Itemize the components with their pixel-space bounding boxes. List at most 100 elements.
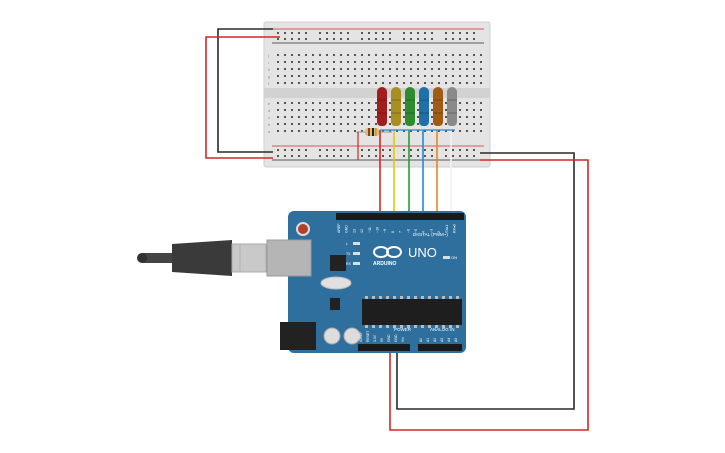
breadboard-hole[interactable] (424, 68, 426, 70)
breadboard-hole[interactable] (375, 75, 377, 77)
rail-hole[interactable] (389, 149, 391, 151)
rail-hole[interactable] (298, 155, 300, 157)
arduino-uno-board[interactable]: UNO ARDUINO DIGITAL (PWM~) POWER ANALOG … (266, 211, 466, 353)
breadboard-hole[interactable] (396, 82, 398, 84)
breadboard-hole[interactable] (284, 102, 286, 104)
breadboard-hole[interactable] (466, 68, 468, 70)
breadboard-hole[interactable] (298, 109, 300, 111)
breadboard-hole[interactable] (347, 130, 349, 132)
breadboard-hole[interactable] (431, 54, 433, 56)
breadboard-hole[interactable] (340, 130, 342, 132)
breadboard-hole[interactable] (291, 123, 293, 125)
breadboard-hole[interactable] (340, 109, 342, 111)
rail-hole[interactable] (368, 155, 370, 157)
breadboard-hole[interactable] (431, 130, 433, 132)
rail-hole[interactable] (333, 149, 335, 151)
breadboard-hole[interactable] (361, 54, 363, 56)
breadboard-hole[interactable] (340, 54, 342, 56)
breadboard-hole[interactable] (473, 116, 475, 118)
breadboard-hole[interactable] (466, 123, 468, 125)
breadboard-hole[interactable] (375, 116, 377, 118)
breadboard-hole[interactable] (277, 61, 279, 63)
rail-hole[interactable] (445, 149, 447, 151)
breadboard-hole[interactable] (466, 130, 468, 132)
breadboard-hole[interactable] (403, 75, 405, 77)
breadboard-hole[interactable] (361, 109, 363, 111)
breadboard-hole[interactable] (424, 82, 426, 84)
breadboard-hole[interactable] (277, 68, 279, 70)
breadboard-hole[interactable] (466, 116, 468, 118)
rail-hole[interactable] (326, 155, 328, 157)
breadboard-hole[interactable] (410, 82, 412, 84)
breadboard-hole[interactable] (347, 102, 349, 104)
breadboard-hole[interactable] (480, 116, 482, 118)
breadboard-hole[interactable] (347, 109, 349, 111)
breadboard-hole[interactable] (445, 68, 447, 70)
breadboard-hole[interactable] (361, 75, 363, 77)
breadboard-hole[interactable] (354, 109, 356, 111)
breadboard-hole[interactable] (305, 54, 307, 56)
breadboard-hole[interactable] (312, 130, 314, 132)
breadboard-hole[interactable] (354, 116, 356, 118)
breadboard-hole[interactable] (326, 116, 328, 118)
breadboard-hole[interactable] (312, 116, 314, 118)
breadboard-hole[interactable] (361, 102, 363, 104)
breadboard-hole[interactable] (326, 109, 328, 111)
breadboard-hole[interactable] (368, 116, 370, 118)
breadboard-hole[interactable] (347, 75, 349, 77)
breadboard-hole[interactable] (277, 116, 279, 118)
usb-cable[interactable] (137, 240, 267, 276)
breadboard-hole[interactable] (284, 68, 286, 70)
breadboard-hole[interactable] (368, 123, 370, 125)
breadboard-hole[interactable] (445, 109, 447, 111)
breadboard-hole[interactable] (424, 61, 426, 63)
breadboard-hole[interactable] (445, 61, 447, 63)
breadboard-hole[interactable] (396, 68, 398, 70)
rail-hole[interactable] (431, 38, 433, 40)
breadboard-hole[interactable] (459, 130, 461, 132)
breadboard-hole[interactable] (305, 116, 307, 118)
breadboard-hole[interactable] (312, 54, 314, 56)
rail-hole[interactable] (298, 38, 300, 40)
breadboard-hole[interactable] (424, 54, 426, 56)
rail-hole[interactable] (291, 155, 293, 157)
rail-hole[interactable] (410, 38, 412, 40)
breadboard-hole[interactable] (333, 130, 335, 132)
breadboard-hole[interactable] (319, 123, 321, 125)
reset-button[interactable] (296, 222, 310, 236)
breadboard-hole[interactable] (277, 123, 279, 125)
breadboard-hole[interactable] (291, 130, 293, 132)
led-array[interactable] (377, 87, 457, 126)
rail-hole[interactable] (333, 38, 335, 40)
rail-hole[interactable] (319, 155, 321, 157)
rail-hole[interactable] (375, 155, 377, 157)
rail-hole[interactable] (319, 32, 321, 34)
breadboard-hole[interactable] (459, 123, 461, 125)
breadboard-hole[interactable] (382, 68, 384, 70)
breadboard-hole[interactable] (438, 61, 440, 63)
rail-hole[interactable] (284, 32, 286, 34)
breadboard-hole[interactable] (375, 61, 377, 63)
breadboard-hole[interactable] (389, 123, 391, 125)
breadboard-hole[interactable] (298, 68, 300, 70)
breadboard-hole[interactable] (431, 75, 433, 77)
breadboard-hole[interactable] (319, 102, 321, 104)
breadboard-hole[interactable] (389, 102, 391, 104)
breadboard-hole[interactable] (410, 130, 412, 132)
breadboard-hole[interactable] (417, 116, 419, 118)
breadboard-hole[interactable] (291, 82, 293, 84)
breadboard-hole[interactable] (277, 82, 279, 84)
breadboard-hole[interactable] (319, 75, 321, 77)
rail-hole[interactable] (319, 38, 321, 40)
breadboard-hole[interactable] (403, 61, 405, 63)
rail-hole[interactable] (410, 149, 412, 151)
breadboard-hole[interactable] (480, 82, 482, 84)
breadboard-hole[interactable] (445, 75, 447, 77)
breadboard-hole[interactable] (473, 102, 475, 104)
rail-hole[interactable] (452, 149, 454, 151)
breadboard-hole[interactable] (466, 61, 468, 63)
breadboard-hole[interactable] (305, 102, 307, 104)
breadboard-hole[interactable] (466, 102, 468, 104)
rail-hole[interactable] (340, 149, 342, 151)
breadboard-hole[interactable] (305, 61, 307, 63)
